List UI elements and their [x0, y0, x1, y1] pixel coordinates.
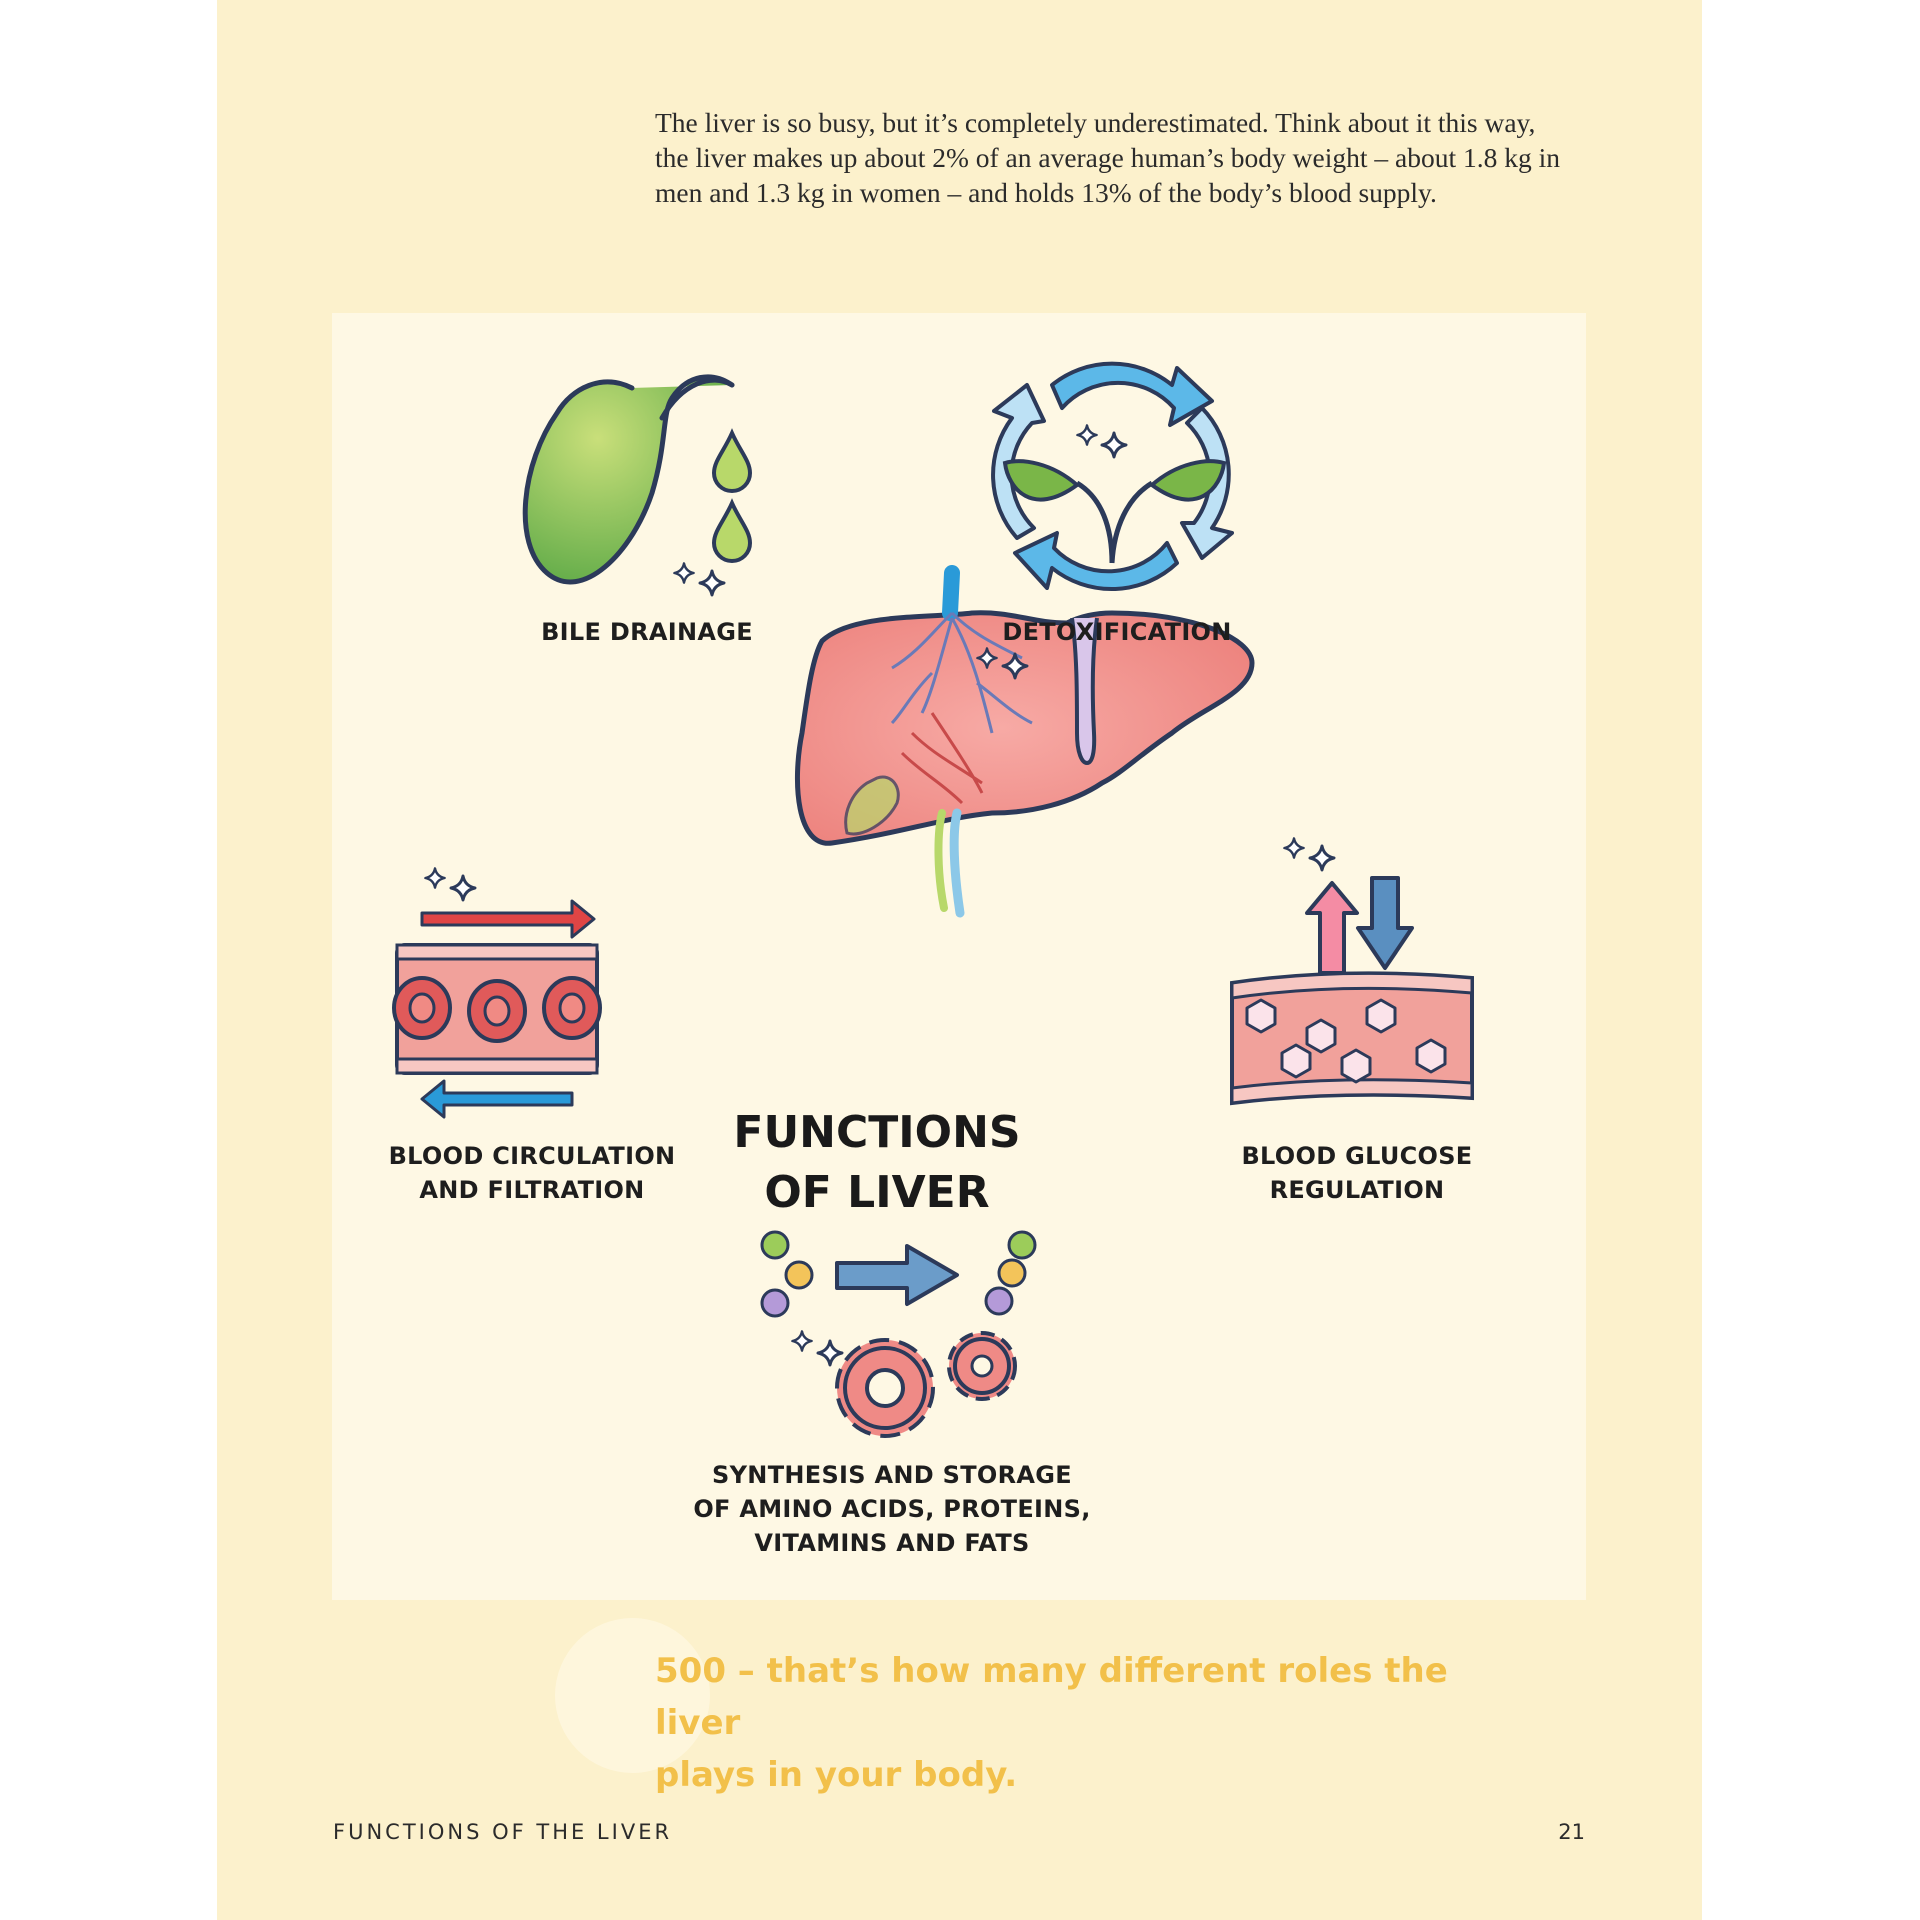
sparkle-icon [1076, 424, 1128, 459]
synthesis-label: SYNTHESIS AND STORAGE OF AMINO ACIDS, PR… [693, 1461, 1091, 1557]
up-arrow-icon [1305, 881, 1359, 975]
down-arrow-icon [1356, 876, 1414, 970]
blood-glucose-label: BLOOD GLUCOSE REGULATION [1241, 1142, 1473, 1204]
callout-stat: 500 – that’s how many different roles th… [655, 1651, 1448, 1795]
sparkle-icon [791, 1330, 844, 1367]
molecules-icon [760, 1230, 1037, 1318]
page-number: 21 [1558, 1820, 1585, 1844]
blood-vessel-icon [1230, 971, 1474, 1106]
bile-drainage-label: BILE DRAINAGE [541, 618, 753, 646]
intro-paragraph: The liver is so busy, but it’s completel… [655, 107, 1560, 208]
leaves-icon [1002, 459, 1227, 564]
sparkle-icon [424, 867, 477, 902]
diagram-title: FUNCTIONS OF LIVER [733, 1107, 1021, 1218]
blood-vessel-icon [392, 943, 602, 1075]
gallbladder-icon [522, 374, 735, 585]
sparkle-icon [673, 562, 726, 597]
blue-arrow-icon [420, 1079, 574, 1119]
liver-icon [794, 565, 1255, 918]
decorative-circle [555, 1618, 710, 1773]
sugar-cube-icon [1245, 998, 1447, 1084]
gear-icon [835, 1331, 1017, 1438]
red-arrow-icon [420, 899, 596, 939]
book-page: The liver is so busy, but it’s completel… [217, 0, 1702, 1920]
recycle-arrows-icon [991, 361, 1234, 592]
blood-circulation-label: BLOOD CIRCULATION AND FILTRATION [388, 1142, 676, 1204]
sparkle-icon [1283, 837, 1336, 872]
running-footer: FUNCTIONS OF THE LIVER [333, 1820, 673, 1844]
diagram-illustrations [392, 361, 1474, 1438]
bile-drop-icon [711, 428, 753, 563]
right-arrow-icon [835, 1244, 959, 1306]
liver-functions-diagram: BILE DRAINAGE DETOXIFICATION BLOOD CIRCU… [332, 313, 1586, 1600]
detoxification-label: DETOXIFICATION [1002, 618, 1232, 646]
